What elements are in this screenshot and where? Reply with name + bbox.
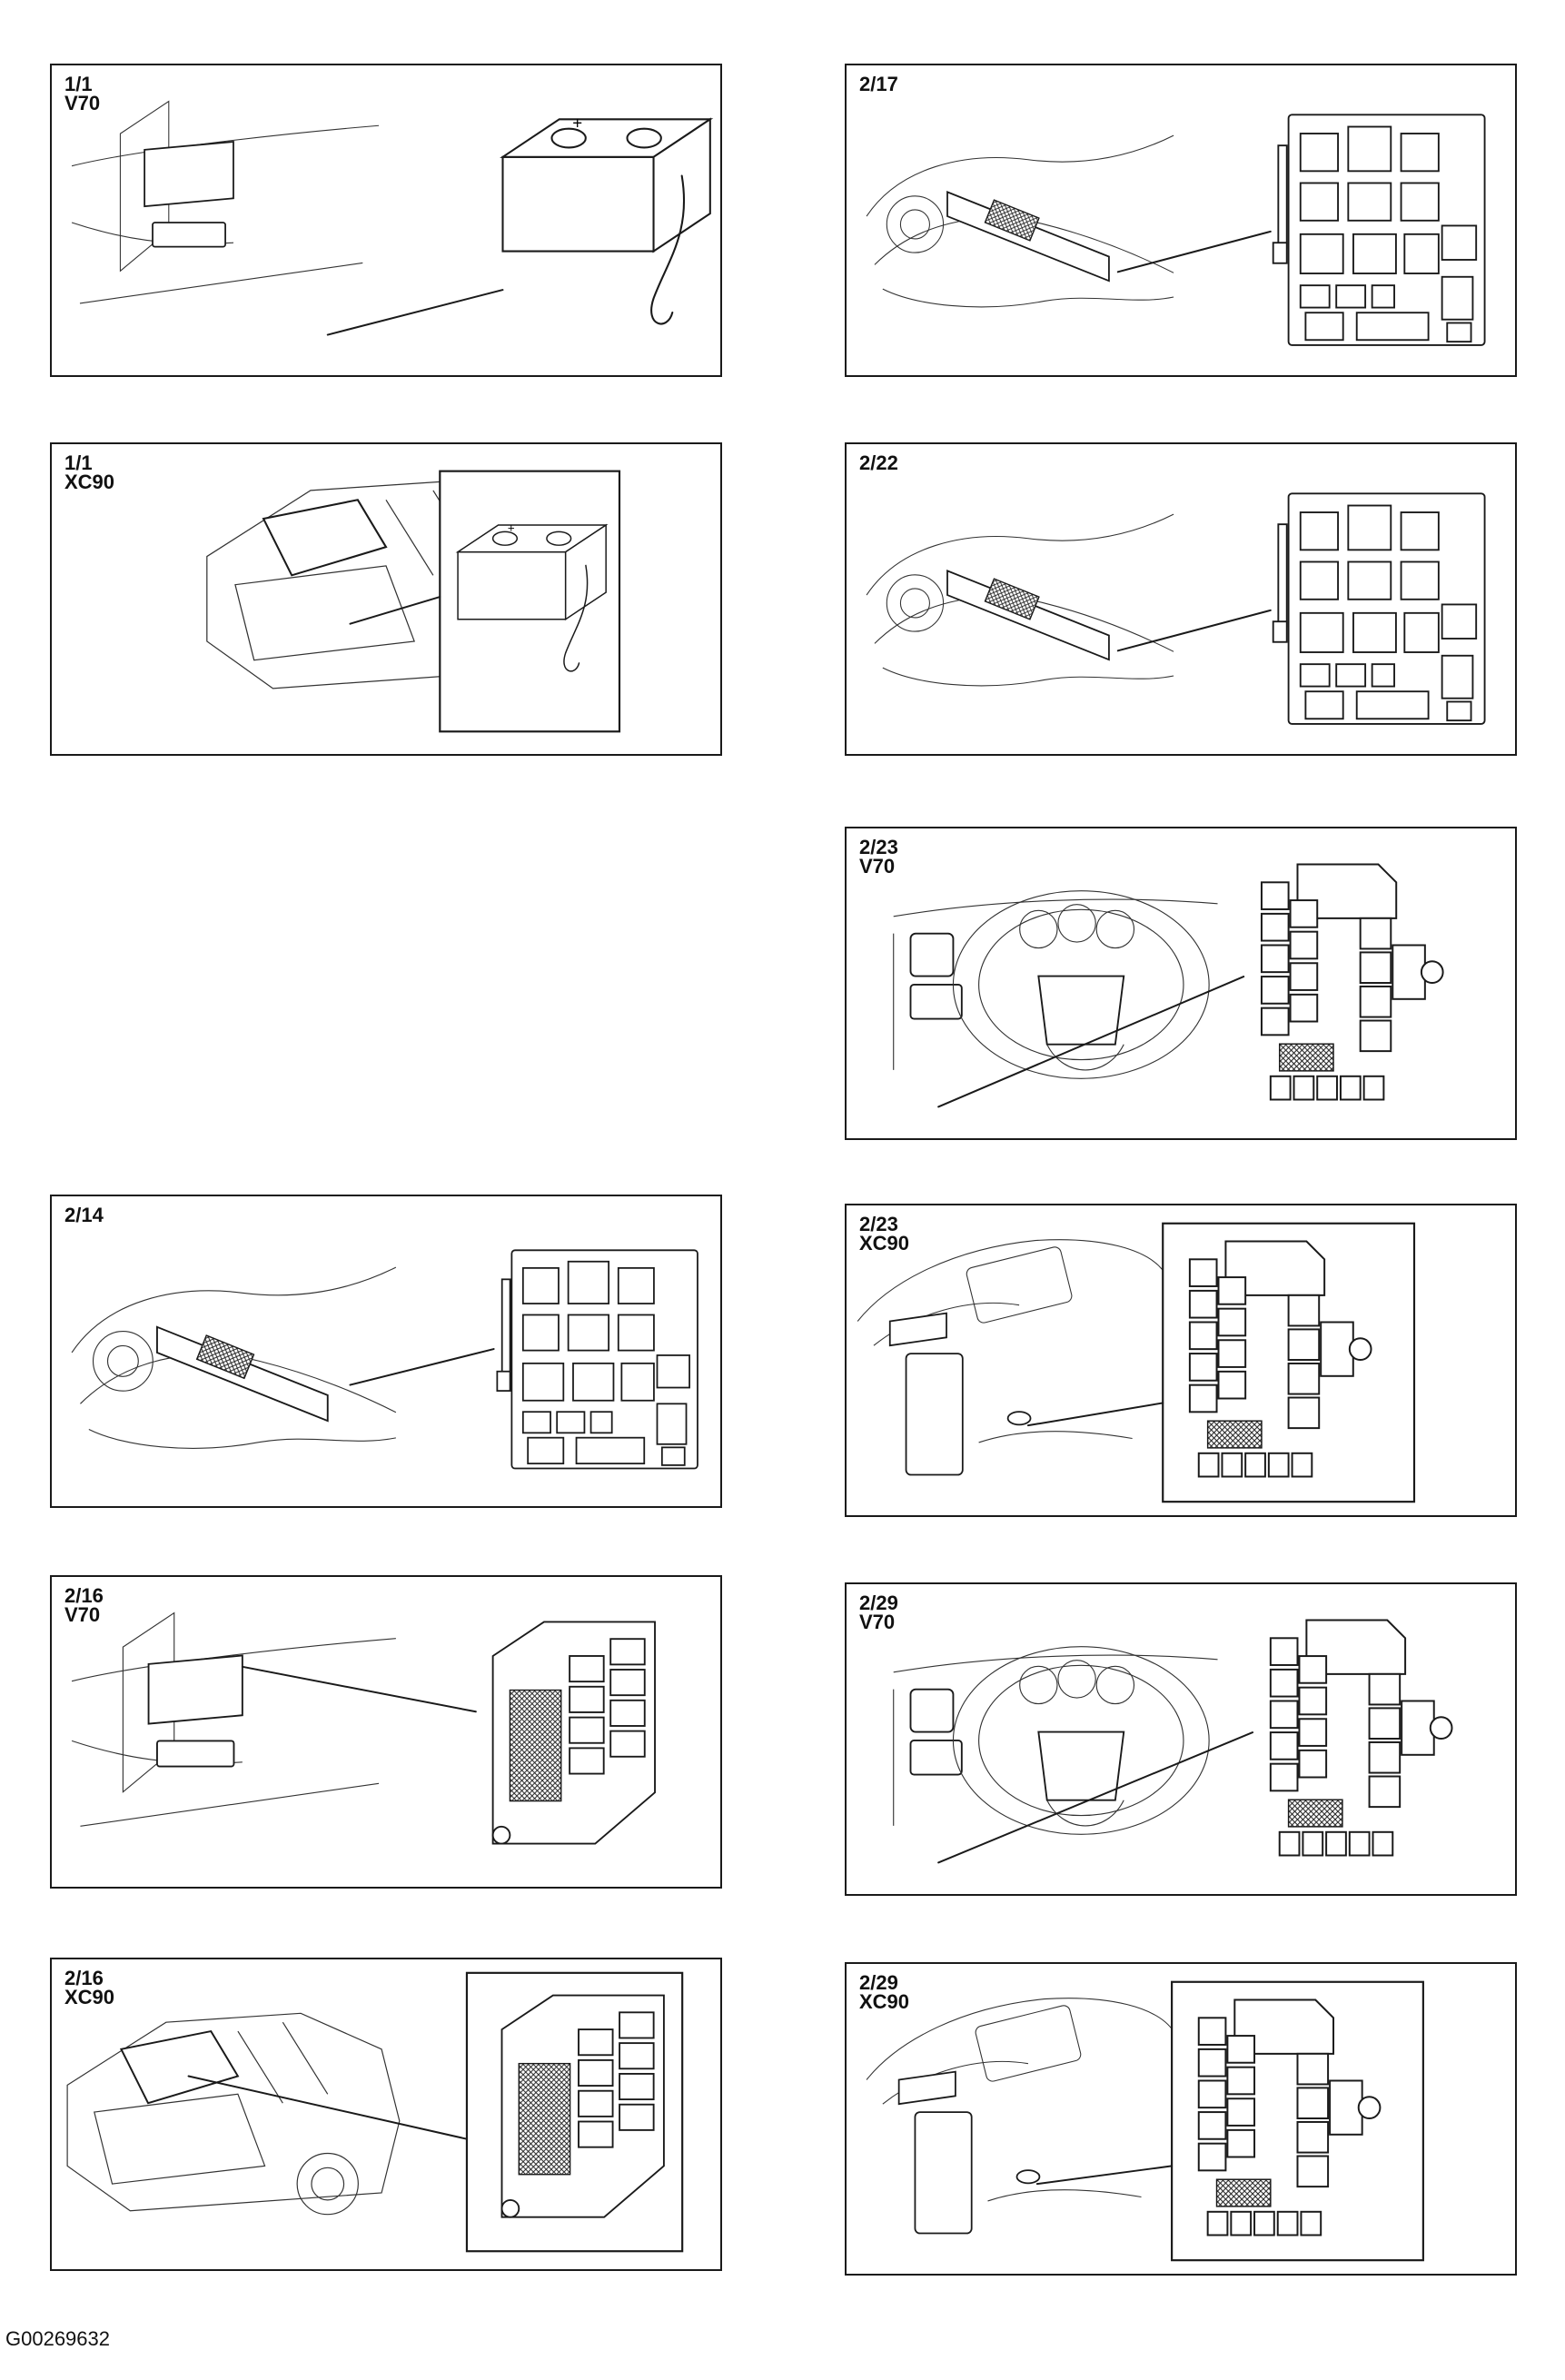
panel-2-22: 2/22: [845, 442, 1517, 756]
panel-code: 1/1: [64, 73, 93, 95]
relay-module-location-illustration: [892, 1619, 1453, 1864]
fusebox-location-illustration: [866, 114, 1486, 346]
panel-code: 2/14: [64, 1204, 104, 1226]
panel-model: XC90: [64, 471, 115, 493]
panel-model: V70: [859, 1611, 896, 1633]
panel-model: XC90: [64, 1986, 115, 2008]
panel-code: 2/23: [859, 1213, 898, 1235]
panel-code: 2/22: [859, 451, 898, 474]
panel-2-17: 2/17: [845, 64, 1517, 377]
panel-model: XC90: [859, 1232, 910, 1254]
panel-label: 2/17: [859, 74, 898, 94]
panel-model: V70: [64, 92, 101, 114]
panel-model: V70: [859, 855, 896, 878]
panel-code: 2/29: [859, 1592, 898, 1614]
panel-code: 2/16: [64, 1967, 104, 1989]
panel-2-14: 2/14: [50, 1195, 722, 1508]
panel-label: 2/14: [64, 1205, 104, 1225]
fuse-module-location-illustration: [71, 1611, 656, 1845]
panel-code: 2/16: [64, 1584, 104, 1607]
panel-code: 1/1: [64, 451, 93, 474]
fuse-module-location-illustration: [66, 1971, 684, 2253]
fusebox-location-illustration: [71, 1249, 698, 1470]
relay-module-location-illustration: [892, 863, 1444, 1108]
panel-code: 2/23: [859, 836, 898, 858]
panel-code: 2/29: [859, 1971, 898, 1994]
panel-code: 2/17: [859, 73, 898, 95]
panel-model: V70: [64, 1603, 101, 1626]
panel-label: 2/22: [859, 451, 898, 474]
drawing-reference-number: G00269632: [5, 2327, 110, 2350]
fusebox-location-illustration: [866, 492, 1486, 725]
panel-model: XC90: [859, 1990, 910, 2013]
battery-location-illustration: [71, 100, 711, 336]
relay-module-location-illustration: [866, 1980, 1424, 2262]
battery-location-illustration: [205, 470, 621, 733]
relay-module-location-illustration: [857, 1222, 1416, 1503]
